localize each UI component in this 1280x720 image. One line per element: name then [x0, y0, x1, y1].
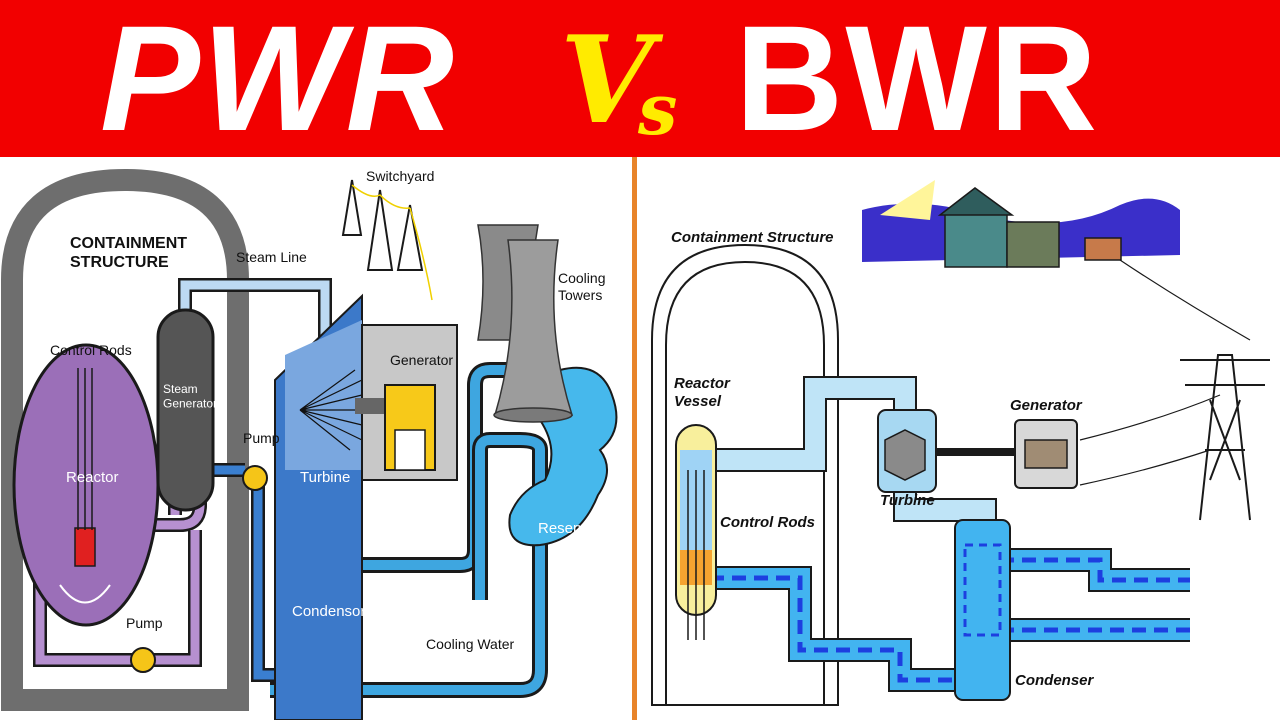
bwr-condenser-coils	[963, 543, 1002, 637]
bwr-condenser-label: Condenser	[1015, 672, 1095, 689]
bwr-house	[944, 211, 1008, 268]
bwr-title: BWR	[735, 0, 1100, 162]
pwr-cooling-water-label: Cooling Water	[426, 636, 515, 652]
pwr-switchyard-label: Switchyard	[366, 168, 434, 184]
bwr-condenser	[954, 519, 1011, 701]
bwr-house-roof	[937, 187, 1015, 216]
bwr-containment-inner	[665, 260, 825, 706]
pwr-pump-bottom-label: Pump	[126, 615, 163, 631]
pwr-pump-top	[242, 465, 268, 491]
bwr-steam-pipe	[715, 378, 915, 470]
pwr-reactor-label: Reactor	[66, 469, 119, 486]
pwr-flow-arrow-icon	[59, 584, 111, 604]
pwr-generator-shaft	[355, 398, 385, 414]
pwr-pump-top-label: Pump	[243, 430, 280, 446]
pwr-return-pipe	[270, 435, 545, 695]
pwr-generator-window	[394, 429, 426, 471]
pwr-steam-line	[180, 280, 330, 355]
bwr-streetlight-glow	[880, 180, 935, 220]
pwr-cooling-tower-base	[493, 407, 573, 423]
pwr-turbine-label: Turbine	[300, 469, 350, 486]
pwr-containment-wall	[1, 168, 249, 711]
bwr-turbine-label: Turbine	[880, 492, 935, 509]
pwr-steam-generator	[156, 308, 215, 512]
pwr-turbine-blades	[299, 369, 363, 451]
bwr-generator-core	[1024, 439, 1068, 469]
bwr-house-small	[1084, 237, 1122, 261]
panel-divider	[632, 157, 637, 720]
pwr-reservoir	[508, 366, 618, 547]
bwr-control-rods-label: Control Rods	[720, 514, 815, 531]
bwr-cooling-in-flow	[1000, 557, 1190, 583]
pwr-reactor-core	[74, 527, 96, 567]
vs-letter-v: V	[560, 10, 654, 151]
bwr-transmission-tower	[1180, 354, 1270, 521]
pwr-transmission-towers	[341, 179, 424, 271]
vs-letter-s: s	[638, 68, 678, 151]
pwr-title: PWR	[100, 0, 456, 162]
title-banner: PWR V s BWR	[0, 0, 1280, 157]
bwr-house-annex	[1006, 221, 1060, 268]
bwr-cooling-in	[1000, 550, 1190, 590]
pwr-reservoir-label: Reservoir	[538, 520, 602, 537]
bwr-power-lines	[1079, 259, 1251, 486]
pwr-generator-label: Generator	[390, 352, 453, 368]
bwr-turbine-rotor	[884, 429, 926, 481]
bwr-feedwater-flow	[710, 575, 1010, 683]
bwr-containment-label: Containment Structure	[671, 229, 834, 246]
pwr-control-rods-label: Control Rods	[50, 342, 132, 358]
pwr-turbine-highlight	[285, 320, 362, 470]
bwr-containment-outer	[651, 243, 839, 706]
pwr-pump-bottom	[130, 647, 156, 673]
pwr-steam-line-label: Steam Line	[236, 249, 307, 265]
pwr-power-lines	[351, 184, 433, 301]
pwr-condenser-label: Condensor	[292, 603, 365, 620]
bwr-generator-label: Generator	[1010, 397, 1083, 414]
